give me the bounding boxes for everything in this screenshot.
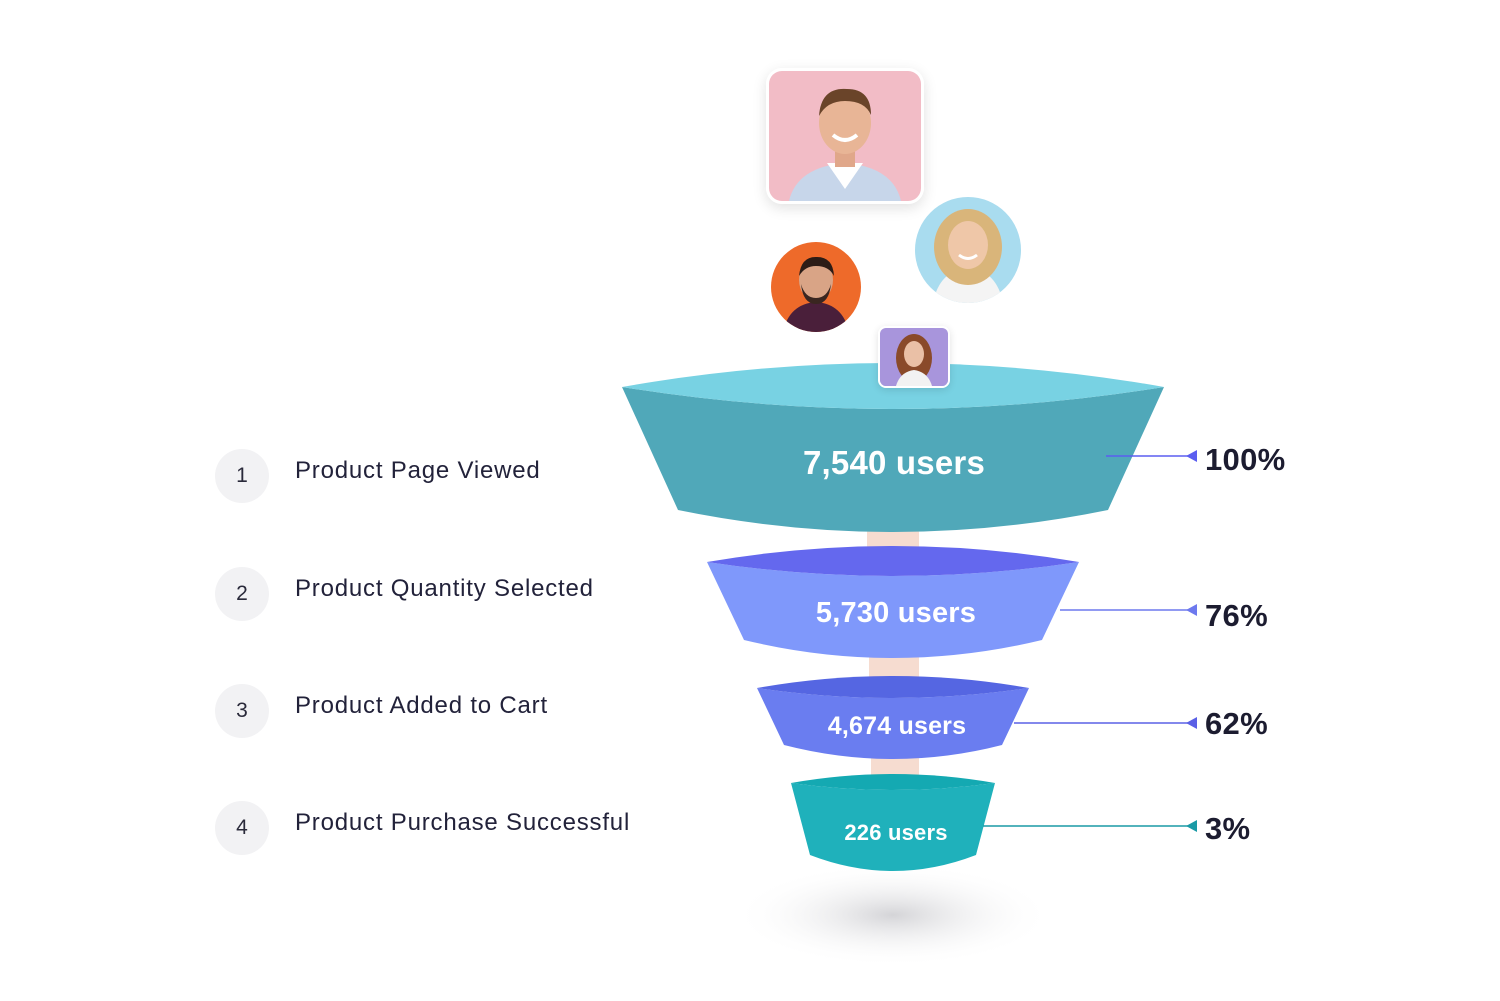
pointer-arrowhead [1186, 604, 1197, 616]
stage-3-percent: 62% [1205, 706, 1268, 741]
funnel-floor-shadow [733, 863, 1053, 967]
funnel-stage-body [622, 387, 1164, 532]
step-label: Product Quantity Selected [295, 575, 594, 602]
step-label: Product Added to Cart [295, 692, 548, 719]
funnel-step-4: 4 Product Purchase Successful [215, 801, 735, 857]
step-number-badge: 3 [215, 684, 269, 738]
funnel-step-2: 2 Product Quantity Selected [215, 567, 735, 623]
pointer-arrowhead [1186, 820, 1197, 832]
funnel-stage-rim [707, 546, 1079, 576]
stage-3-value: 4,674 users [827, 712, 967, 740]
funnel-stage-3 [757, 676, 1029, 759]
stage-4-percent: 3% [1205, 811, 1251, 846]
step-number-badge: 1 [215, 449, 269, 503]
stage-1-value: 7,540 users [802, 444, 985, 481]
stage-1-percent: 100% [1205, 442, 1286, 477]
funnel-stage-4 [791, 774, 995, 871]
percent-pointer-4 [983, 820, 1197, 832]
stage-2-percent: 76% [1205, 598, 1268, 633]
avatar-man-orange-background [771, 242, 861, 332]
funnel-step-1: 1 Product Page Viewed [215, 449, 735, 505]
avatar-man-pink-background [766, 68, 924, 204]
avatar-woman-purple-background [878, 326, 950, 388]
pointer-arrowhead [1186, 717, 1197, 729]
funnel-stage-2 [707, 546, 1079, 658]
stage-2-value: 5,730 users [815, 597, 977, 629]
funnel-step-3: 3 Product Added to Cart [215, 684, 735, 740]
step-number-badge: 4 [215, 801, 269, 855]
funnel-stage-rim [757, 676, 1029, 698]
avatar-woman-blue-background [915, 197, 1021, 303]
funnel-stage-rim [791, 774, 995, 790]
percent-pointer-1 [1106, 450, 1197, 462]
step-label: Product Page Viewed [295, 457, 541, 484]
percent-pointer-2 [1060, 604, 1197, 616]
percent-pointer-3 [1014, 717, 1197, 729]
funnel-stage-body [757, 688, 1029, 759]
step-label: Product Purchase Successful [295, 809, 631, 836]
stage-4-value: 226 users [844, 820, 948, 845]
funnel-stage-body [707, 562, 1079, 658]
step-number-badge: 2 [215, 567, 269, 621]
funnel-stage-body [791, 783, 995, 871]
pointer-arrowhead [1186, 450, 1197, 462]
